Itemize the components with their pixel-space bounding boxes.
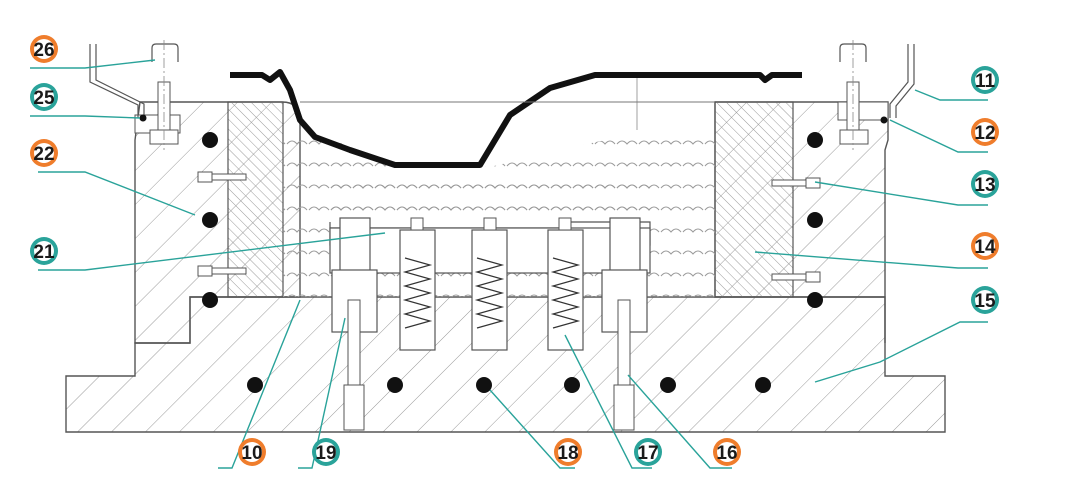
callout-14: 14 [971, 232, 999, 260]
svg-text:17: 17 [637, 443, 658, 464]
callout-19: 19 [312, 438, 340, 466]
svg-text:10: 10 [241, 443, 262, 464]
cavity-upper [330, 168, 650, 222]
sheet-profile [230, 69, 802, 168]
callout-25: 25 [30, 83, 58, 111]
callout-21: 21 [30, 237, 58, 265]
svg-text:16: 16 [716, 443, 737, 464]
svg-text:19: 19 [315, 443, 336, 464]
svg-text:15: 15 [974, 291, 996, 312]
svg-text:26: 26 [33, 40, 54, 61]
mounting-holes [202, 132, 823, 393]
bolt-base-left [343, 299, 365, 431]
callout-12: 12 [971, 118, 999, 146]
callout-16: 16 [713, 438, 741, 466]
svg-text:12: 12 [974, 123, 995, 144]
frame-screws [197, 171, 821, 283]
spring-left [399, 217, 436, 351]
spring-middle [471, 217, 508, 351]
callout-11: 11 [971, 66, 999, 94]
svg-text:11: 11 [975, 71, 996, 92]
callout-10: 10 [238, 438, 266, 466]
clamp-left [89, 43, 181, 145]
callout-13: 13 [971, 170, 999, 198]
leader-lines [30, 59, 988, 469]
svg-text:18: 18 [557, 443, 578, 464]
right-liner [714, 101, 794, 298]
callout-22: 22 [30, 139, 58, 167]
callout-26: 26 [30, 35, 58, 63]
svg-text:13: 13 [974, 175, 995, 196]
svg-text:21: 21 [33, 242, 55, 263]
svg-text:14: 14 [974, 237, 996, 258]
callout-15: 15 [971, 286, 999, 314]
spring-right [547, 217, 584, 351]
callout-18: 18 [554, 438, 582, 466]
left-liner [227, 101, 284, 298]
callout-17: 17 [634, 438, 662, 466]
svg-text:22: 22 [33, 144, 54, 165]
svg-text:25: 25 [33, 88, 55, 109]
bolt-base-right [613, 299, 635, 431]
